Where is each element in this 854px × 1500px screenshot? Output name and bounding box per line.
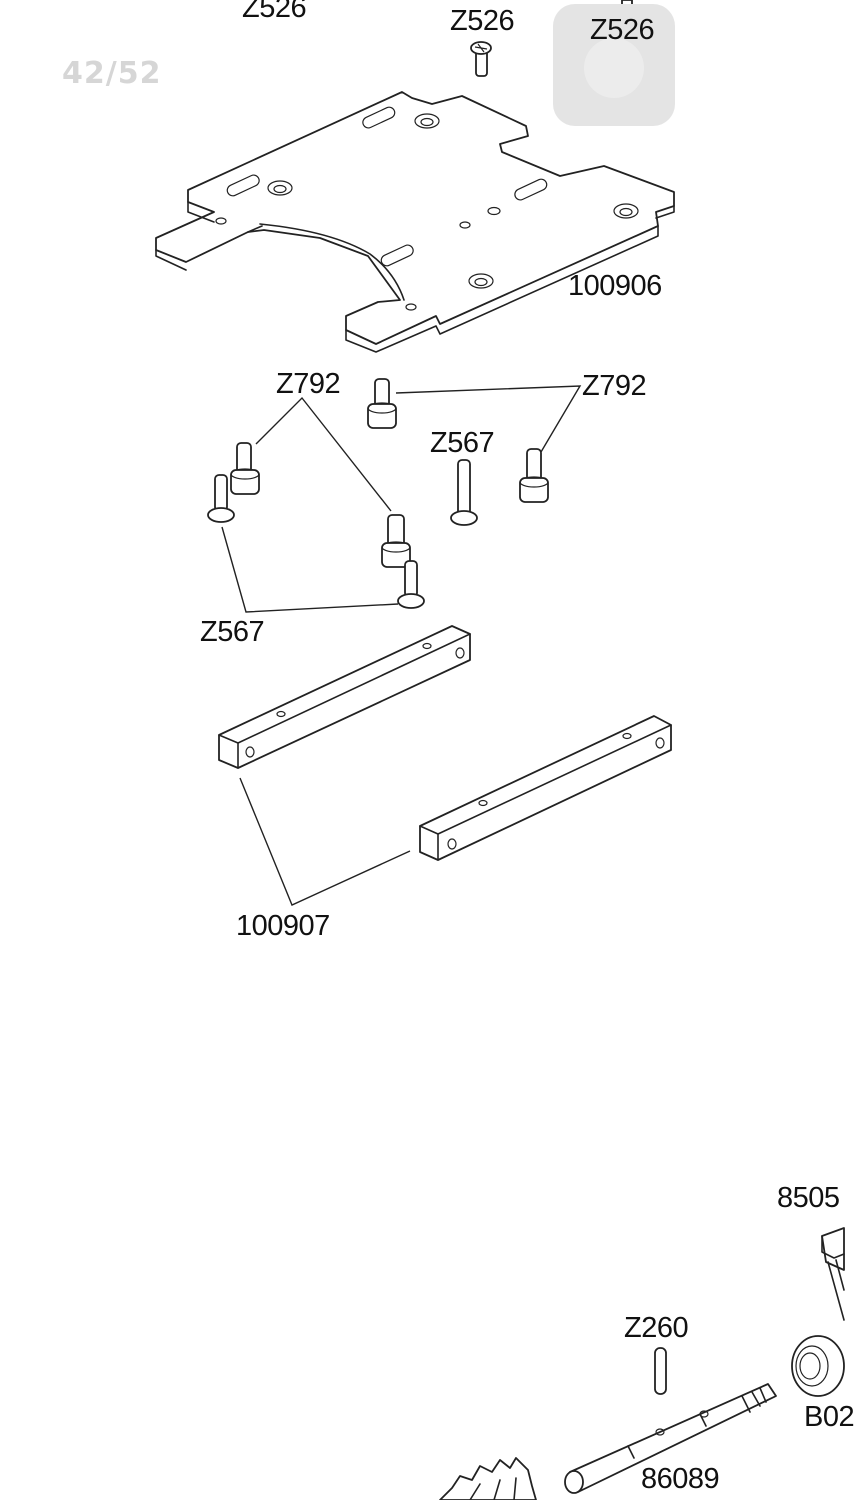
rail-100907-lower [419, 715, 672, 861]
cap-screw-z792-a [367, 378, 397, 429]
label-85052: 8505 [777, 1182, 840, 1214]
label-100907: 100907 [236, 910, 330, 942]
label-z567-left: Z567 [200, 616, 265, 648]
bearing-b02 [791, 1335, 845, 1397]
label-z526-on-button: Z526 [590, 14, 655, 46]
leader-lines-rails [239, 777, 411, 906]
page-indicator: 42/52 [62, 56, 162, 91]
cap-screw-z792-d [381, 514, 411, 568]
spur-gear [439, 1457, 537, 1500]
cap-screw-z792-b [230, 442, 260, 495]
button-screw-z567-c [397, 560, 425, 609]
cap-screw-z792-c [519, 448, 549, 503]
label-86089: 86089 [641, 1463, 720, 1495]
label-z526-center: Z526 [450, 5, 515, 37]
label-z567-center: Z567 [430, 427, 495, 459]
label-b02: B02 [804, 1401, 854, 1433]
label-100906: 100906 [568, 270, 662, 302]
button-screw-z567-b [207, 474, 235, 523]
shaft-86089 [564, 1383, 777, 1494]
label-z260: Z260 [624, 1312, 689, 1344]
pin-z260 [654, 1347, 667, 1395]
label-z526-top-left: Z526 [242, 0, 307, 24]
screw-z526 [470, 41, 492, 77]
main-plate-100906 [155, 91, 675, 353]
label-z792-left: Z792 [276, 368, 341, 400]
part-85052 [821, 1227, 845, 1321]
label-z792-right: Z792 [582, 370, 647, 402]
leader-lines-screws [221, 385, 582, 613]
floating-action-button[interactable] [553, 4, 675, 126]
rail-100907-upper [218, 625, 471, 769]
button-screw-z567-a [450, 459, 478, 526]
floating-button-dot [584, 38, 644, 98]
